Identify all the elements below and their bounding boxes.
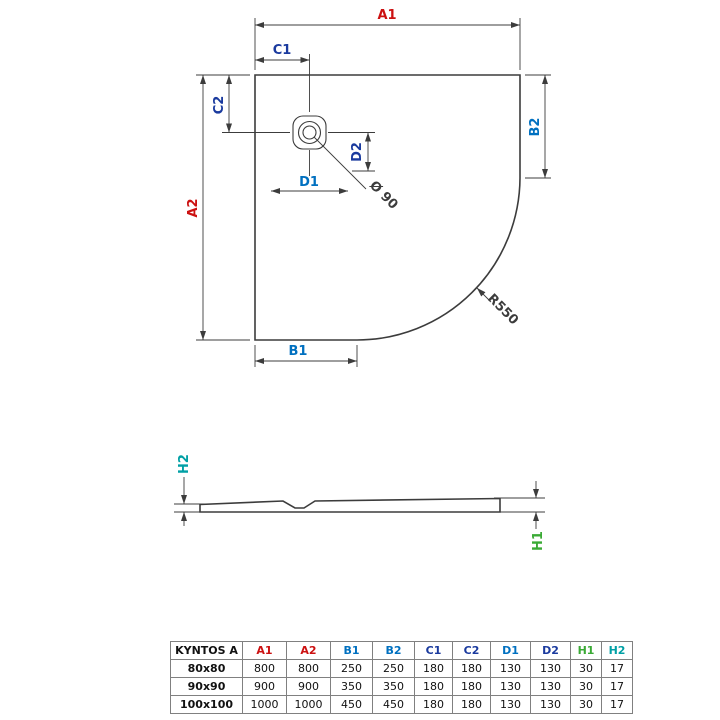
cell: 180 (414, 659, 453, 678)
col-header-h1: H1 (570, 641, 602, 660)
cell: 800 (286, 659, 331, 678)
cell: 900 (242, 677, 287, 696)
col-header-h2: H2 (601, 641, 633, 660)
cell: 130 (490, 659, 531, 678)
cell: 1000 (242, 695, 287, 714)
dim-h1: H1 (494, 481, 546, 551)
drain-diameter-label: Ø 90 (366, 178, 400, 212)
dim-b2: B2 (525, 74, 551, 179)
tray-profile (199, 497, 501, 513)
cell: 450 (330, 695, 373, 714)
cell: 130 (530, 695, 571, 714)
cell-size: 90x90 (170, 677, 243, 696)
cell: 1000 (286, 695, 331, 714)
d2-label: D2 (350, 142, 365, 162)
cell-size: 100x100 (170, 695, 243, 714)
cell: 17 (601, 677, 633, 696)
col-header-a1: A1 (242, 641, 287, 660)
cell: 130 (490, 677, 531, 696)
dim-a1: A1 (254, 8, 521, 70)
a1-label: A1 (377, 8, 396, 23)
cell: 17 (601, 659, 633, 678)
a2-label: A2 (186, 198, 201, 217)
cell: 180 (452, 695, 491, 714)
col-header-d2: D2 (530, 641, 571, 660)
cell: 180 (414, 677, 453, 696)
col-header-model: KYNTOS A (170, 641, 243, 660)
dim-c1: C1 (255, 43, 310, 112)
b1-label: B1 (289, 344, 308, 359)
table-header-row: KYNTOS A A1 A2 B1 B2 C1 C2 D1 D2 H1 H2 (170, 641, 633, 660)
table-row: 80x80 800 800 250 250 180 180 130 130 30… (170, 659, 633, 678)
cell: 250 (372, 659, 415, 678)
corner-radius-label: R550 (484, 291, 521, 328)
cell: 30 (570, 659, 602, 678)
tray-outline (254, 74, 521, 341)
cell: 130 (490, 695, 531, 714)
col-header-b1: B1 (330, 641, 373, 660)
table-row: 100x100 1000 1000 450 450 180 180 130 13… (170, 695, 633, 714)
cell: 250 (330, 659, 373, 678)
cell: 180 (414, 695, 453, 714)
cell-size: 80x80 (170, 659, 243, 678)
dim-c2: C2 (212, 75, 290, 133)
cell: 180 (452, 659, 491, 678)
c2-label: C2 (212, 96, 227, 115)
side-view: H2 H1 (174, 454, 546, 551)
cell: 130 (530, 677, 571, 696)
b2-label: B2 (528, 118, 543, 137)
col-header-b2: B2 (372, 641, 415, 660)
c1-label: C1 (273, 43, 292, 58)
top-view: A1 C1 C2 A2 (186, 8, 551, 367)
h2-label: H2 (177, 454, 192, 474)
spec-table: KYNTOS A A1 A2 B1 B2 C1 C2 D1 D2 H1 H2 8… (170, 641, 633, 714)
col-header-a2: A2 (286, 641, 331, 660)
cell: 350 (330, 677, 373, 696)
col-header-c1: C1 (414, 641, 453, 660)
drain-symbol (292, 115, 327, 150)
technical-drawing: A1 C1 C2 A2 (174, 8, 551, 551)
cell: 180 (452, 677, 491, 696)
cell: 900 (286, 677, 331, 696)
dim-a2: A2 (186, 74, 250, 341)
d1-label: D1 (299, 175, 319, 190)
cell: 130 (530, 659, 571, 678)
col-header-c2: C2 (452, 641, 491, 660)
dim-h2: H2 (174, 454, 205, 526)
cell: 450 (372, 695, 415, 714)
table-row: 90x90 900 900 350 350 180 180 130 130 30… (170, 677, 633, 696)
cell: 30 (570, 695, 602, 714)
cell: 350 (372, 677, 415, 696)
dim-b1: B1 (254, 344, 358, 367)
dim-d2: D2 (328, 132, 375, 172)
cell: 800 (242, 659, 287, 678)
cell: 17 (601, 695, 633, 714)
col-header-d1: D1 (490, 641, 531, 660)
h1-label: H1 (531, 531, 546, 551)
corner-radius-callout: R550 (476, 287, 521, 328)
dim-d1: D1 (271, 150, 348, 194)
cell: 30 (570, 677, 602, 696)
